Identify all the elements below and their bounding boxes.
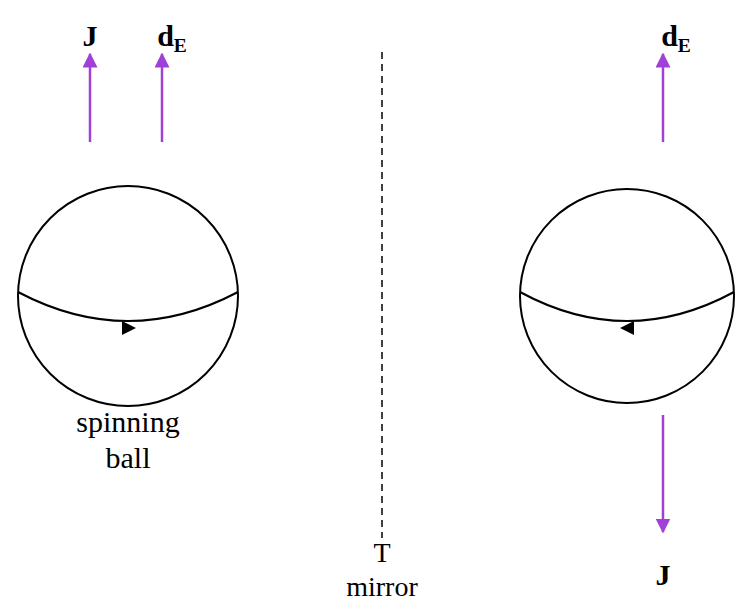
caption-label: spinning ball — [53, 404, 203, 476]
equator-line — [520, 292, 734, 321]
dipole-arrow — [161, 54, 164, 142]
vector-label: dE — [157, 18, 187, 54]
ball-outline — [18, 186, 238, 406]
vector-label: J — [83, 18, 98, 54]
vector-label: dE — [661, 18, 691, 54]
angular-momentum-arrow — [662, 415, 665, 532]
mirror-label: T mirror — [335, 537, 430, 604]
equator-line — [18, 292, 238, 321]
ball-outline — [520, 189, 734, 403]
rotation-arrowhead — [122, 321, 136, 335]
mirror-line — [381, 52, 383, 538]
rotation-arrowhead — [620, 321, 634, 335]
dipole-arrow — [662, 54, 665, 142]
angular-momentum-arrow — [89, 54, 92, 142]
vector-label: J — [656, 557, 671, 593]
